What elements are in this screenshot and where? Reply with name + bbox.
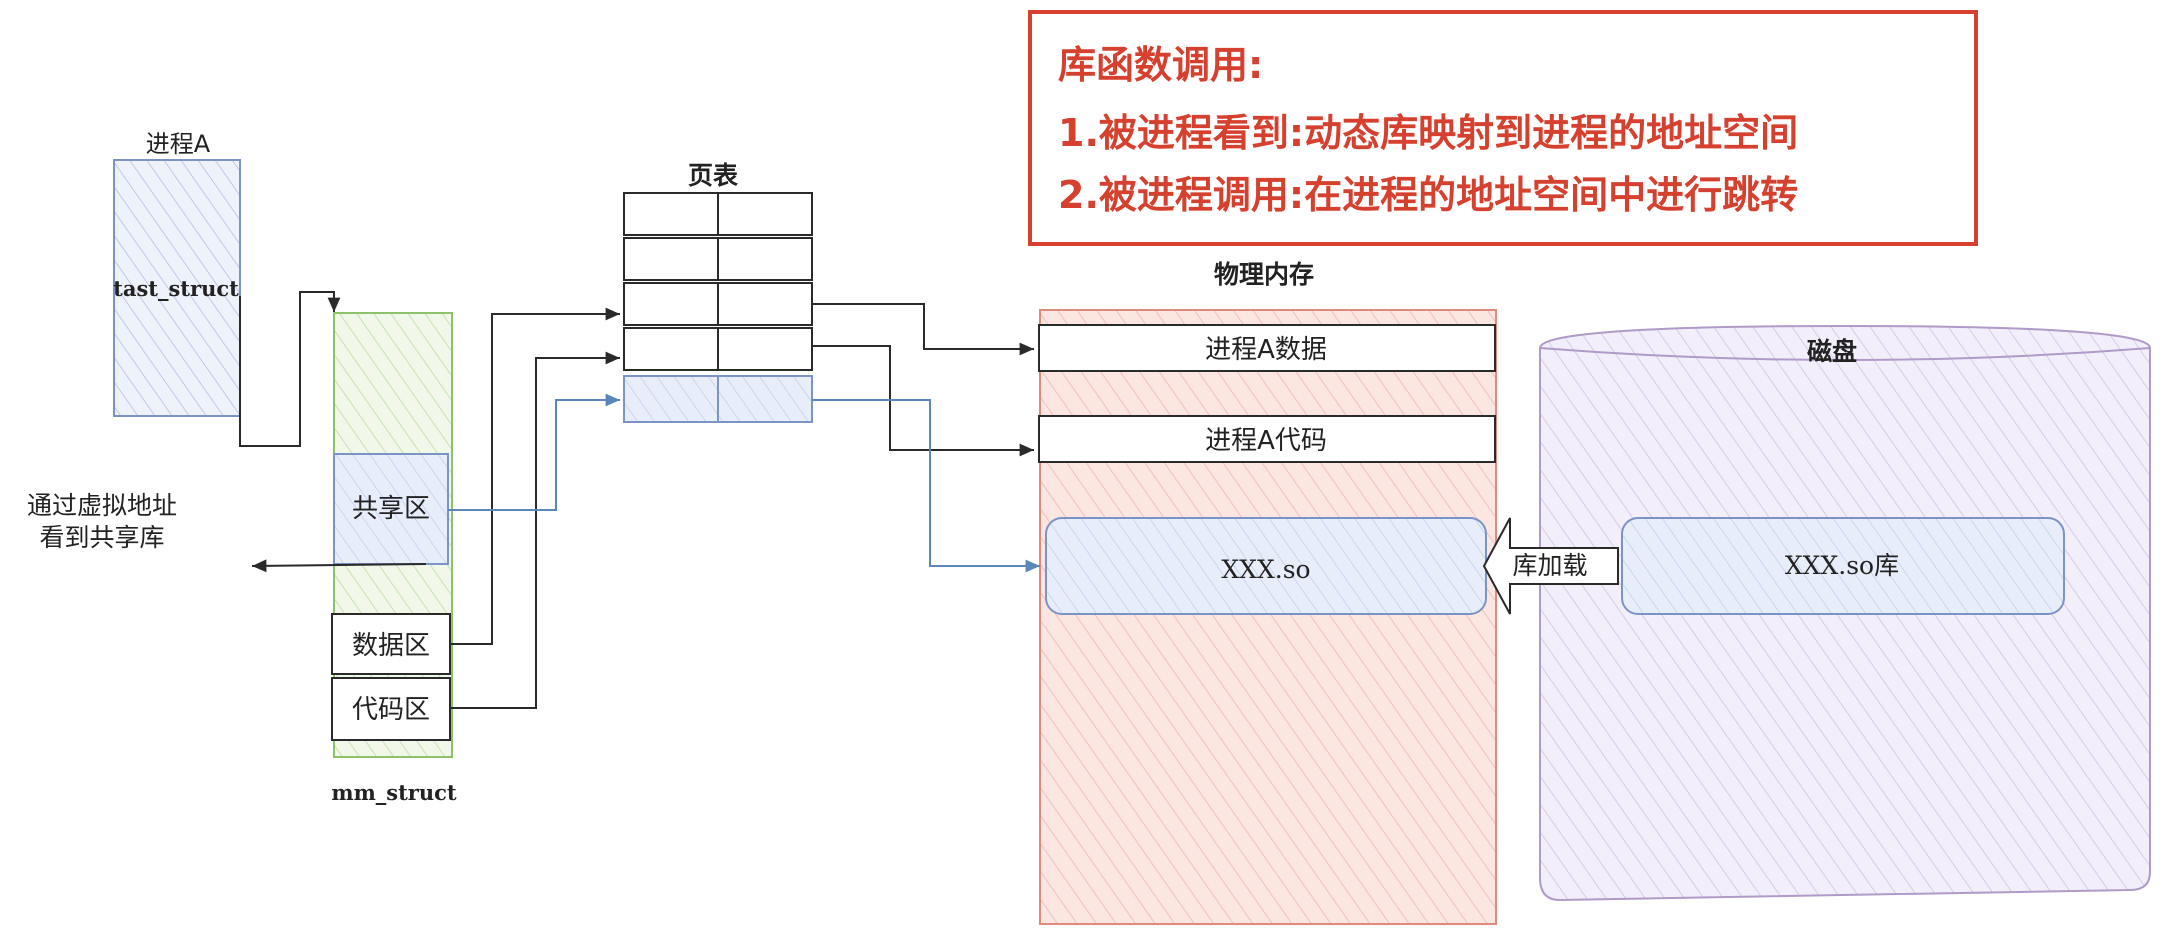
disk-title: 磁盘	[1807, 337, 1857, 366]
callout-line-2: 2.被进程调用:在进程的地址空间中进行跳转	[1058, 173, 1798, 217]
disk: 磁盘 XXX.so库	[1539, 324, 2151, 902]
pagetable-to-data-connector	[812, 303, 1034, 356]
callout-box: 库函数调用: 1.被进程看到:动态库映射到进程的地址空间 2.被进程调用:在进程…	[1028, 10, 1978, 246]
callout-line-1: 1.被进程看到:动态库映射到进程的地址空间	[1058, 111, 1798, 155]
so-library-label: XXX.so库	[1785, 551, 1899, 580]
shared-to-pagetable-connector	[448, 393, 620, 511]
page-table-title: 页表	[688, 161, 739, 190]
pagetable-to-so-connector	[812, 399, 1040, 573]
page-table: 页表	[623, 161, 813, 423]
process-code-block-label: 进程A代码	[1205, 426, 1327, 456]
process-a: 进程A tast_struct	[113, 130, 241, 417]
data-to-pagetable-connector	[450, 307, 620, 645]
virtual-note-arrow	[251, 559, 427, 573]
task-to-mm-connector	[239, 291, 341, 447]
shared-region-label: 共享区	[352, 494, 430, 524]
physical-memory-title: 物理内存	[1214, 260, 1314, 289]
pagetable-to-code-connector	[812, 345, 1034, 457]
code-region	[331, 677, 451, 741]
so-block-label: XXX.so	[1221, 555, 1310, 584]
mm-struct-label: mm_struct	[331, 780, 457, 805]
virtual-note-line-1: 通过虚拟地址	[27, 491, 177, 520]
callout-title: 库函数调用:	[1058, 43, 1263, 87]
process-code-block	[1038, 415, 1496, 463]
data-region-label: 数据区	[352, 631, 430, 661]
virtual-note-line-2: 看到共享库	[39, 523, 164, 552]
code-region-label: 代码区	[352, 695, 430, 725]
library-load-label: 库加载	[1512, 551, 1587, 580]
virtual-address-note: 通过虚拟地址 看到共享库	[27, 491, 427, 573]
so-library	[1621, 517, 2065, 615]
process-data-block-label: 进程A数据	[1205, 335, 1327, 365]
mm-struct: 共享区 数据区 代码区 mm_struct	[331, 312, 457, 805]
physical-memory: 物理内存 进程A数据 进程A代码 XXX.so	[1038, 260, 1497, 925]
library-load-arrow: 库加载	[1482, 517, 1619, 615]
process-data-block	[1038, 324, 1496, 372]
task-struct-label: tast_struct	[113, 276, 239, 301]
code-to-pagetable-connector	[450, 351, 620, 709]
data-region	[331, 613, 451, 675]
process-title: 进程A	[146, 130, 211, 158]
